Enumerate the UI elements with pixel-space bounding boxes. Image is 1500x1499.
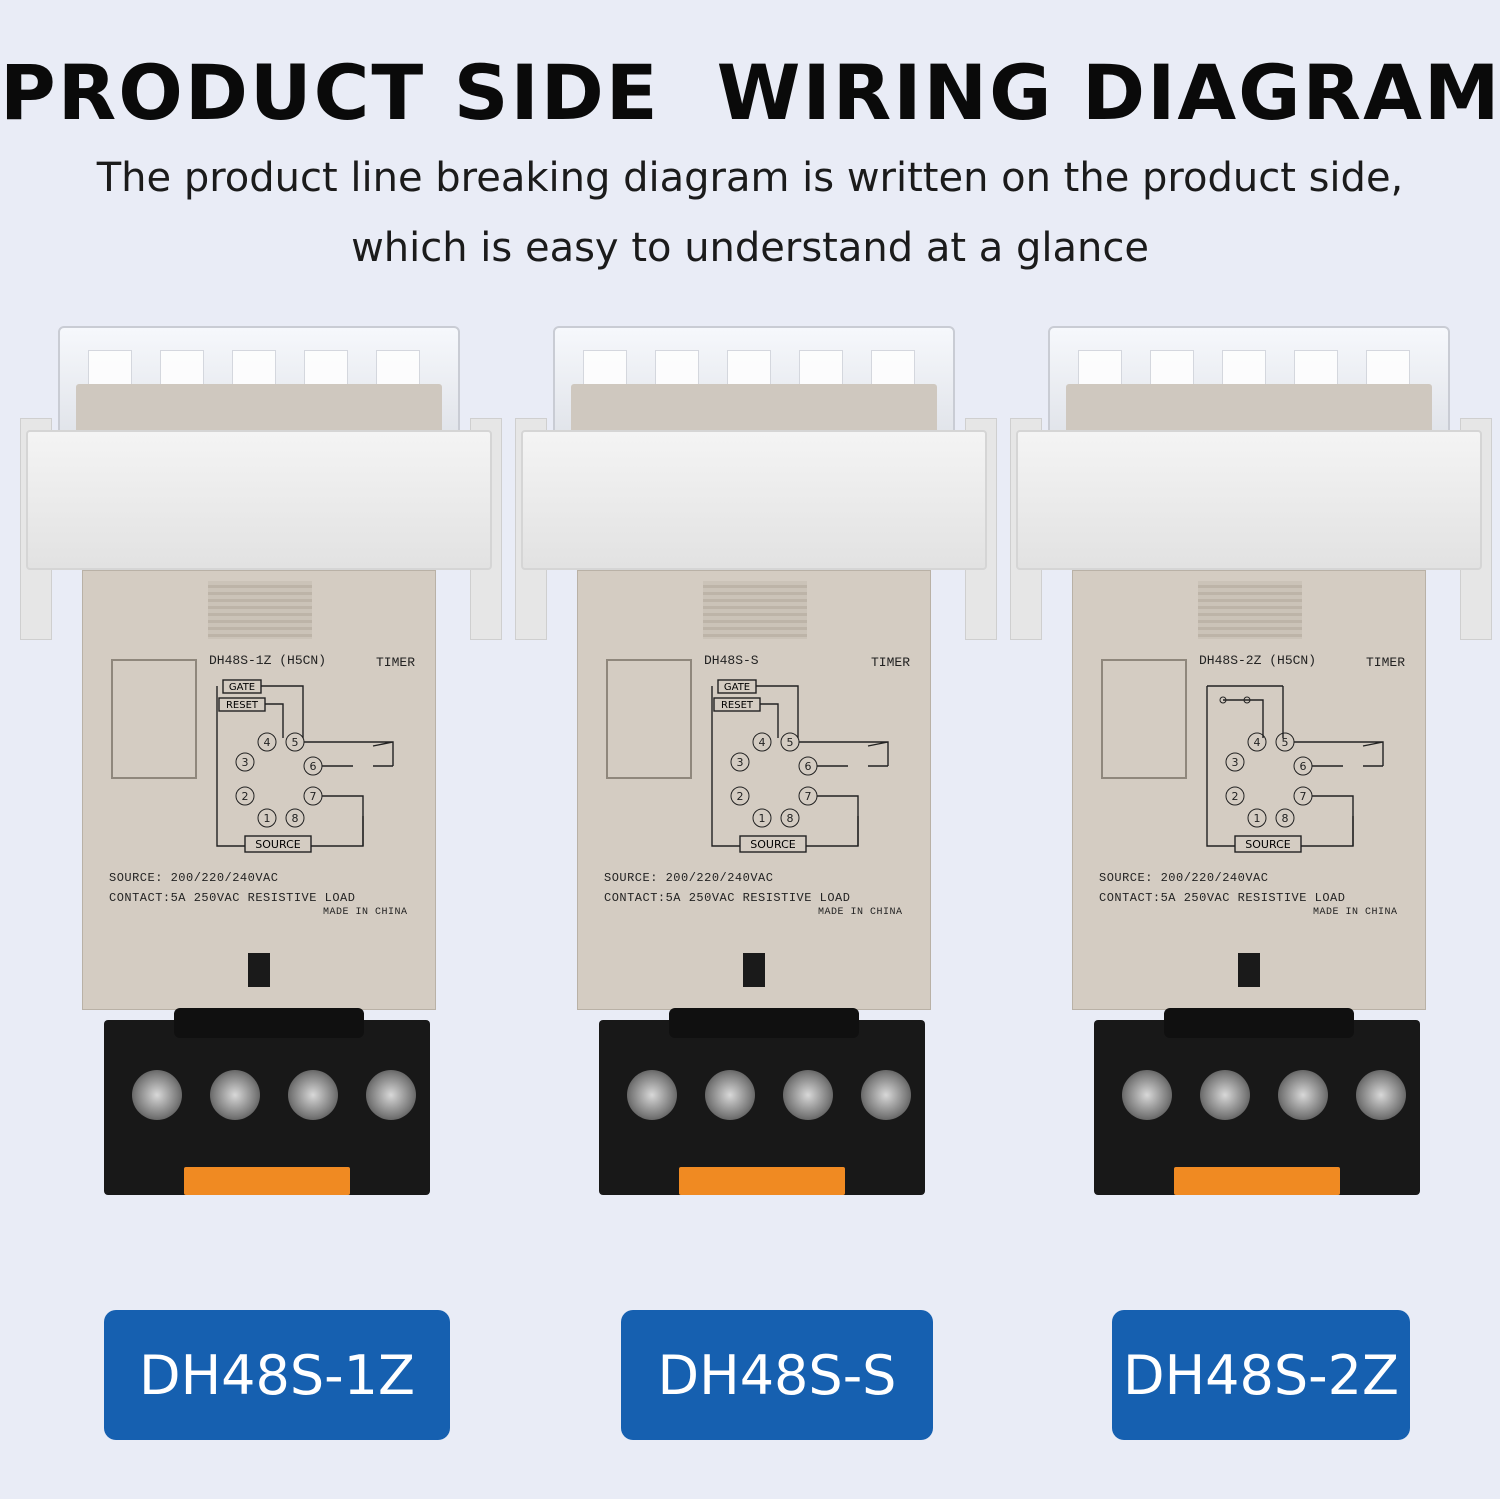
gate-label: GATE: [229, 682, 255, 693]
vent-grille: [1198, 581, 1302, 639]
release-slot: [248, 953, 270, 987]
mounting-collar: [26, 430, 492, 570]
model-button-dh48s-s[interactable]: DH48S-S: [621, 1310, 933, 1440]
terminal-screw-icon: [861, 1070, 911, 1120]
product-card-2: DH48S-S TIMER GATE RESET 3 4 5 6 2 7 1 8…: [515, 320, 997, 1200]
contact-spec: CONTACT:5A 250VAC RESISTIVE LOAD: [1099, 891, 1346, 905]
pin-1: 1: [264, 812, 271, 825]
timer-body: DH48S-2Z (H5CN) TIMER 3 4 5 6 2 7 1 8 SO…: [1072, 570, 1426, 1010]
pin-5: 5: [787, 736, 794, 749]
contact-spec: CONTACT:5A 250VAC RESISTIVE LOAD: [109, 891, 356, 905]
terminal-screw-icon: [132, 1070, 182, 1120]
model-button-dh48s-1z[interactable]: DH48S-1Z: [104, 1310, 450, 1440]
pin-5: 5: [292, 736, 299, 749]
pin-1: 1: [1254, 812, 1261, 825]
pin-3: 3: [737, 756, 744, 769]
pin-2: 2: [242, 790, 249, 803]
product-card-3: DH48S-2Z (H5CN) TIMER 3 4 5 6 2 7 1 8 SO…: [1010, 320, 1492, 1200]
timer-label: TIMER: [1365, 655, 1405, 670]
pin-3: 3: [242, 756, 249, 769]
source-label: SOURCE: [750, 838, 795, 851]
pin-6: 6: [1300, 760, 1307, 773]
timer-label: TIMER: [375, 655, 415, 670]
pin-6: 6: [310, 760, 317, 773]
contact-spec: CONTACT:5A 250VAC RESISTIVE LOAD: [604, 891, 851, 905]
pin-2: 2: [1232, 790, 1239, 803]
terminal-screw-icon: [1122, 1070, 1172, 1120]
source-spec: SOURCE: 200/220/240VAC: [604, 871, 774, 885]
pin-1: 1: [759, 812, 766, 825]
wiring-diagram: GATE RESET 3 4 5 6 2 7 1 8 SOURCE: [711, 679, 889, 853]
origin-text: MADE IN CHINA: [323, 907, 408, 918]
front-cover: [553, 326, 955, 446]
timer-label: TIMER: [870, 655, 910, 670]
page-title: PRODUCT SIDE WIRING DIAGRAM: [0, 48, 1500, 137]
pin-4: 4: [1254, 736, 1261, 749]
source-label: SOURCE: [255, 838, 300, 851]
reset-label: RESET: [226, 700, 259, 711]
subtitle-line-1: The product line breaking diagram is wri…: [96, 155, 1404, 201]
source-spec: SOURCE: 200/220/240VAC: [1099, 871, 1269, 885]
pin-7: 7: [805, 790, 812, 803]
switch-window: [111, 659, 197, 779]
origin-text: MADE IN CHINA: [1313, 907, 1398, 918]
pin-5: 5: [1282, 736, 1289, 749]
pin-3: 3: [1232, 756, 1239, 769]
terminal-screw-icon: [1200, 1070, 1250, 1120]
origin-text: MADE IN CHINA: [818, 907, 903, 918]
release-slot: [743, 953, 765, 987]
source-label: SOURCE: [1245, 838, 1290, 851]
gate-label: GATE: [724, 682, 750, 693]
switch-window: [1101, 659, 1187, 779]
release-slot: [1238, 953, 1260, 987]
model-label: DH48S-1Z (H5CN): [209, 653, 327, 668]
wiring-diagram: 3 4 5 6 2 7 1 8 SOURCE: [1206, 685, 1384, 853]
model-button-dh48s-2z[interactable]: DH48S-2Z: [1112, 1310, 1410, 1440]
terminal-screw-icon: [783, 1070, 833, 1120]
front-cover: [58, 326, 460, 446]
timer-body: DH48S-1Z (H5CN) TIMER GATE RESET 3 4 5 6…: [82, 570, 436, 1010]
pin-8: 8: [1282, 812, 1289, 825]
mounting-collar: [521, 430, 987, 570]
reset-label: RESET: [721, 700, 754, 711]
product-card-1: DH48S-1Z (H5CN) TIMER GATE RESET 3 4 5 6…: [20, 320, 502, 1200]
pin-7: 7: [310, 790, 317, 803]
terminal-screw-icon: [627, 1070, 677, 1120]
pin-4: 4: [264, 736, 271, 749]
model-label: DH48S-2Z (H5CN): [1199, 653, 1317, 668]
pin-4: 4: [759, 736, 766, 749]
subtitle-line-2: which is easy to understand at a glance: [351, 225, 1149, 271]
front-cover: [1048, 326, 1450, 446]
vent-grille: [703, 581, 807, 639]
terminal-screw-icon: [1356, 1070, 1406, 1120]
orange-latch: [1174, 1167, 1340, 1195]
pin-8: 8: [787, 812, 794, 825]
orange-latch: [679, 1167, 845, 1195]
pin-6: 6: [805, 760, 812, 773]
terminal-screw-icon: [210, 1070, 260, 1120]
terminal-screw-icon: [366, 1070, 416, 1120]
pin-7: 7: [1300, 790, 1307, 803]
din-socket: [104, 1008, 430, 1195]
timer-body: DH48S-S TIMER GATE RESET 3 4 5 6 2 7 1 8…: [577, 570, 931, 1010]
wiring-diagram: GATE RESET 3 4 5 6 2 7 1 8 SOURCE: [216, 679, 394, 853]
source-spec: SOURCE: 200/220/240VAC: [109, 871, 279, 885]
terminal-screw-icon: [705, 1070, 755, 1120]
model-label: DH48S-S: [704, 653, 759, 668]
mounting-collar: [1016, 430, 1482, 570]
din-socket: [599, 1008, 925, 1195]
din-socket: [1094, 1008, 1420, 1195]
switch-window: [606, 659, 692, 779]
terminal-screw-icon: [1278, 1070, 1328, 1120]
terminal-screw-icon: [288, 1070, 338, 1120]
pin-2: 2: [737, 790, 744, 803]
pin-8: 8: [292, 812, 299, 825]
orange-latch: [184, 1167, 350, 1195]
vent-grille: [208, 581, 312, 639]
